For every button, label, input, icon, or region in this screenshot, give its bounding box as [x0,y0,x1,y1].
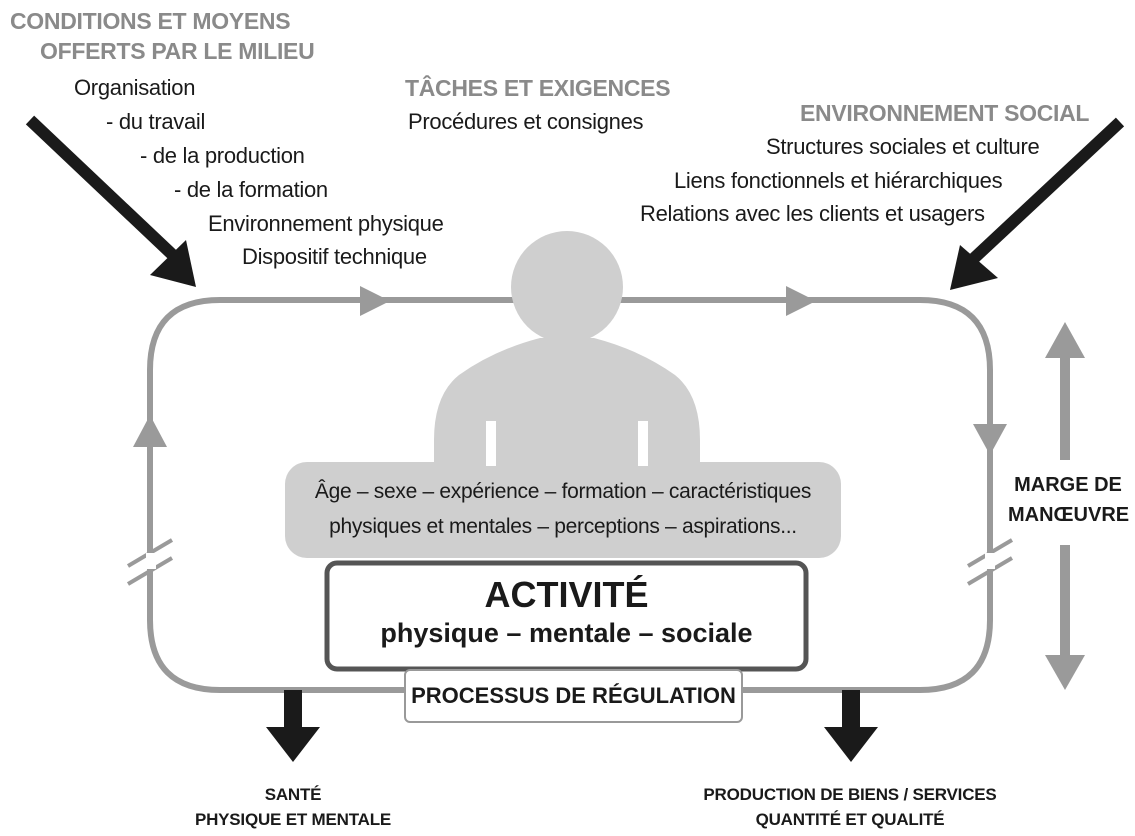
left-break-gap [146,553,156,569]
conditions-item-formation: - de la formation [174,177,328,202]
loop-arrow-top-right [786,286,816,316]
social-item-relations: Relations avec les clients et usagers [640,201,985,226]
arrow-conditions [25,115,196,287]
person-characteristics-line1: Âge – sexe – expérience – formation – ca… [314,480,812,503]
outcome-production-line2: QUANTITÉ ET QUALITÉ [755,810,945,829]
taches-title: TÂCHES ET EXIGENCES [405,75,671,101]
social-title: ENVIRONNEMENT SOCIAL [800,100,1090,126]
arrow-sante [266,690,320,762]
person-characteristics-line2: physiques et mentales – perceptions – as… [329,515,797,538]
regulation-loop [147,297,993,693]
regulation-box [404,669,743,723]
activite-subtitle: physique – mentale – sociale [380,618,753,648]
marge-double-arrow [1045,322,1085,690]
arrow-production [824,690,878,762]
conditions-item-dispositif: Dispositif technique [242,244,427,269]
right-break-gap [985,553,995,569]
social-item-structures: Structures sociales et culture [766,134,1040,159]
marge-line2: MANŒUVRE [1008,504,1130,526]
loop-arrow-top-left [360,286,390,316]
outcome-sante-line2: PHYSIQUE ET MENTALE [194,810,392,829]
taches-subtitle: Procédures et consignes [408,109,644,134]
person-silhouette [285,231,841,558]
outcome-production-line1: PRODUCTION DE BIENS / SERVICES [703,785,997,804]
conditions-title-line1: CONDITIONS ET MOYENS [10,8,291,34]
marge-line1: MARGE DE [1014,474,1122,496]
loop-arrow-right-down [973,424,1007,455]
conditions-item-organisation: Organisation [74,75,196,100]
conditions-item-travail: - du travail [106,109,206,134]
outcome-sante-line1: SANTÉ [264,785,322,804]
conditions-item-production: - de la production [140,143,305,168]
conditions-item-environnement: Environnement physique [208,211,444,236]
arrow-social [950,117,1125,290]
social-item-liens: Liens fonctionnels et hiérarchiques [674,168,1003,193]
left-arm-gap [486,421,496,466]
loop-arrow-left-up [133,415,167,447]
regulation-label: PROCESSUS DE RÉGULATION [411,683,736,708]
conditions-title-line2: OFFERTS PAR LE MILIEU [40,38,315,64]
right-arm-gap [638,421,648,466]
activite-title: ACTIVITÉ [484,574,649,615]
